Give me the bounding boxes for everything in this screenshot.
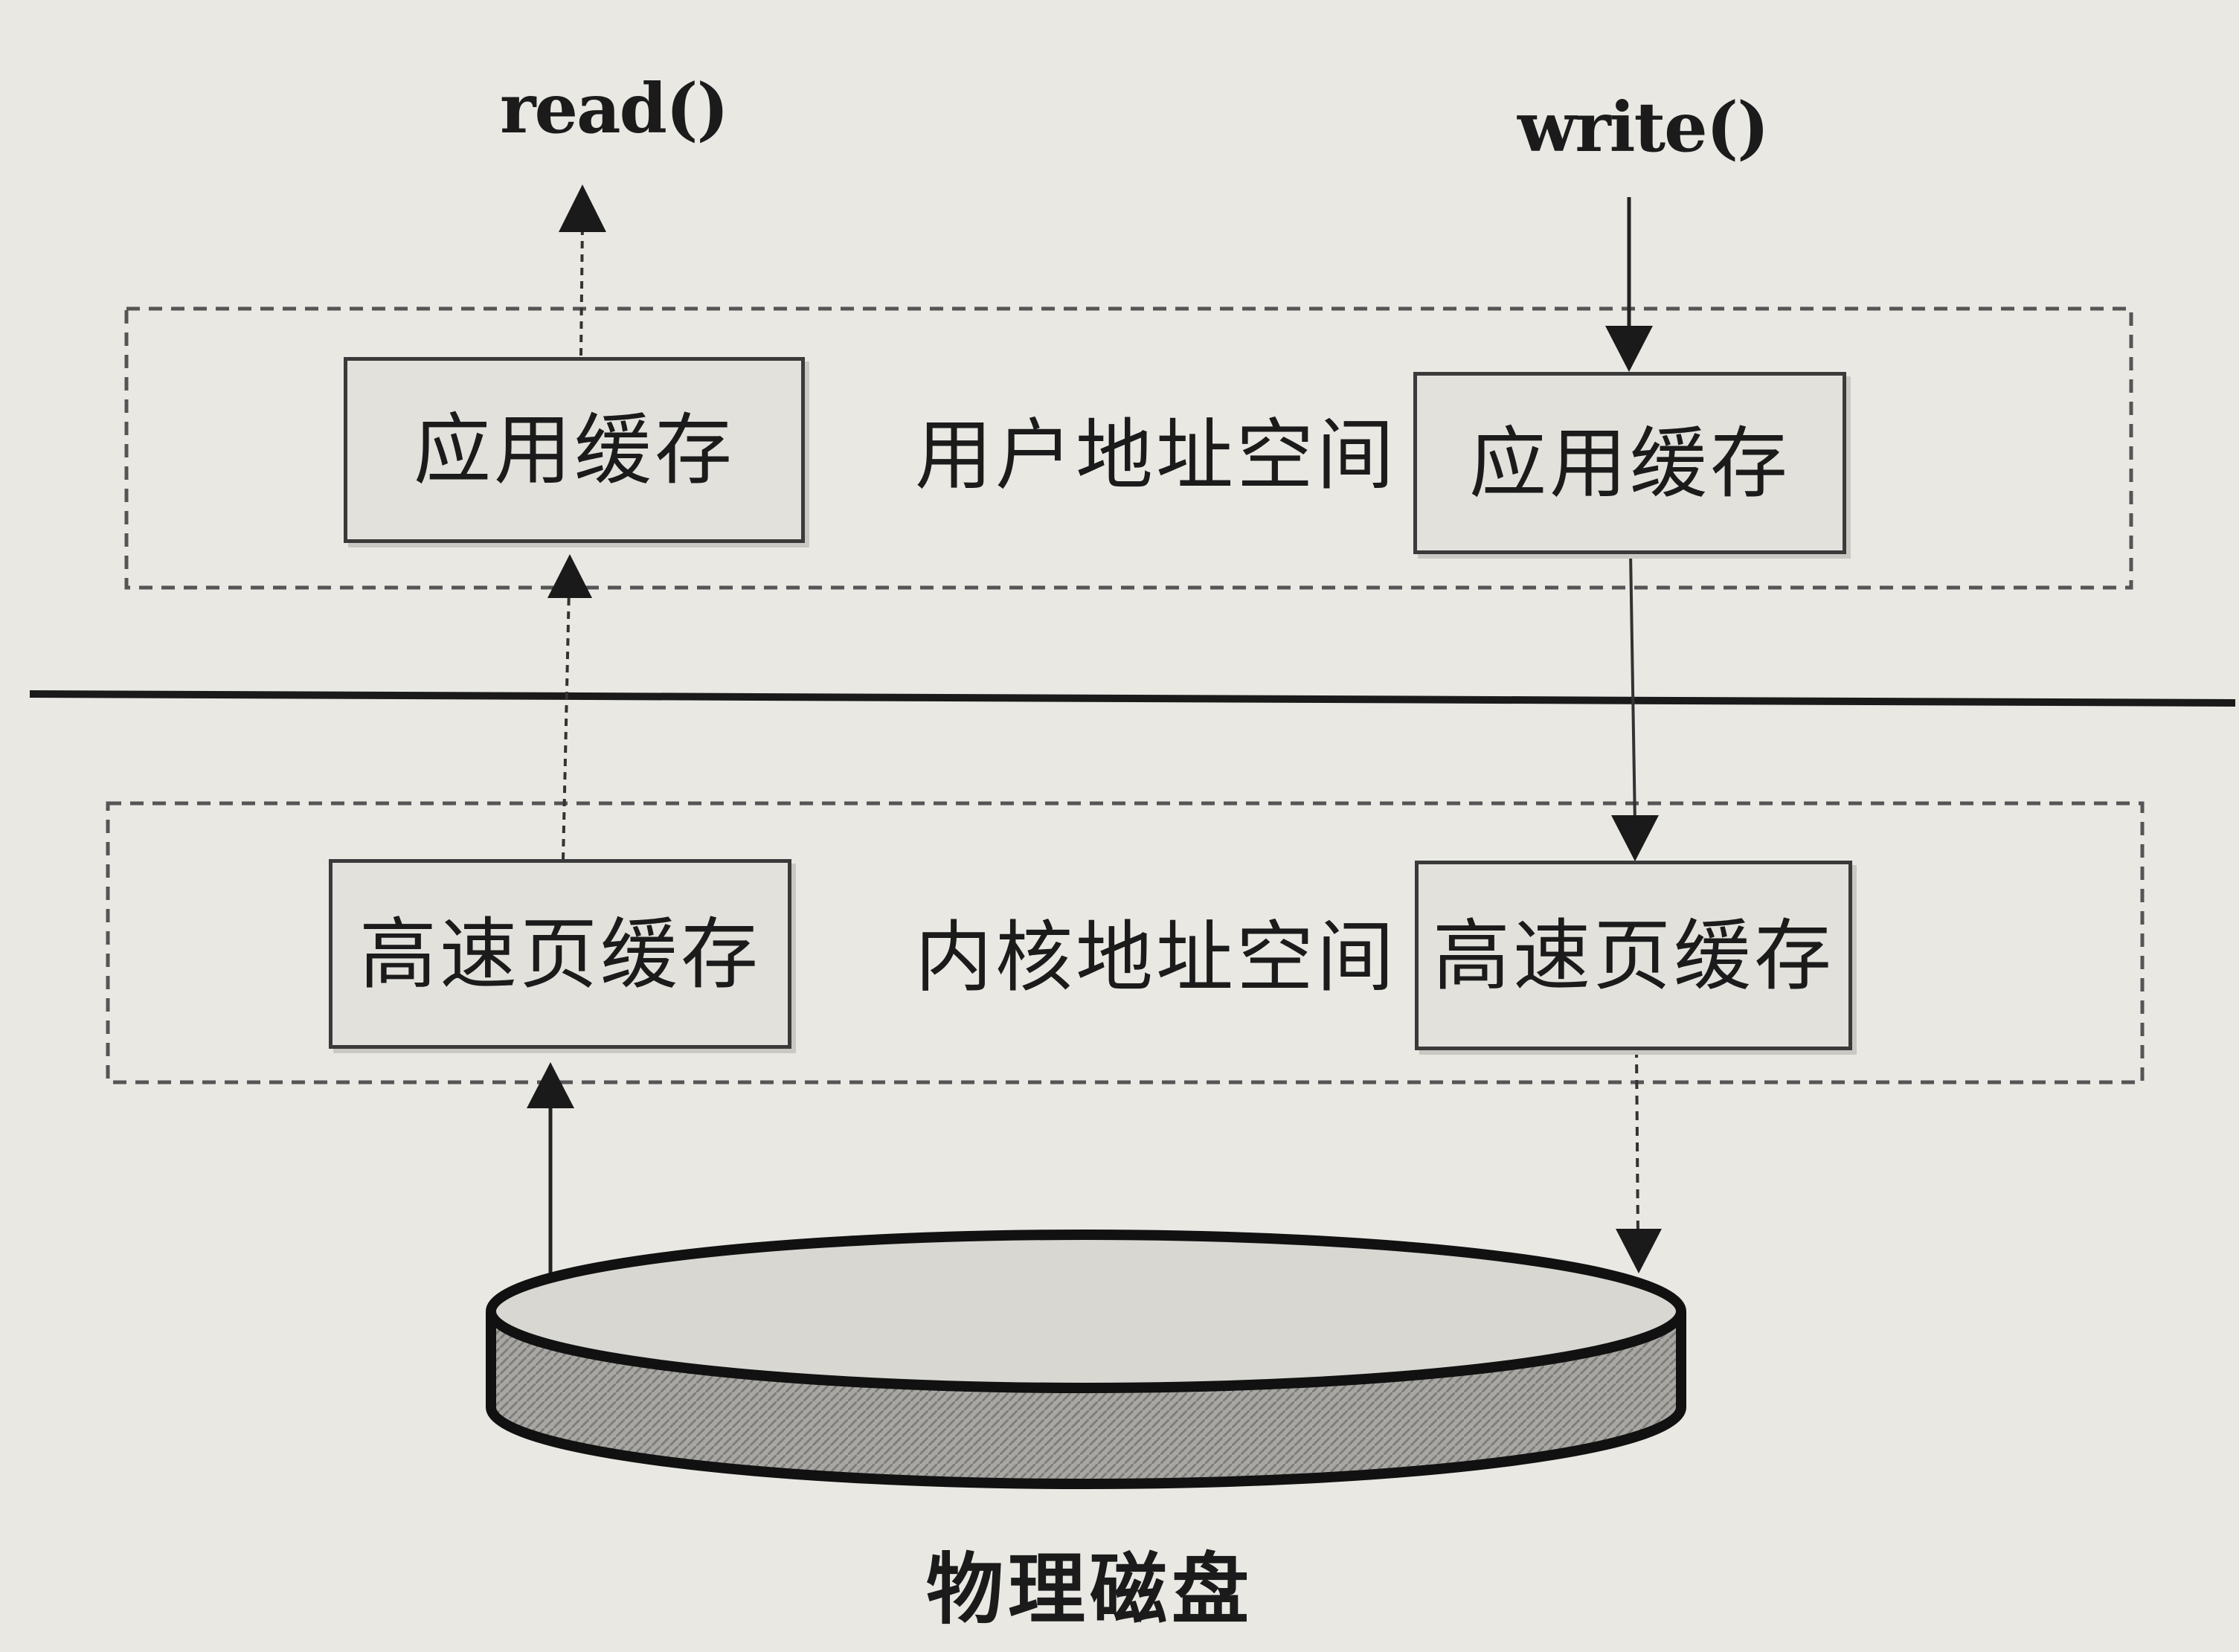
kernel-page-cache-read-box: 高速页缓存 xyxy=(329,859,791,1049)
read-arrow-disk-to-kernel-head xyxy=(527,1062,574,1108)
write-arrow-to-app-cache-head xyxy=(1605,326,1653,372)
write-arrow-to-kernel-head xyxy=(1611,815,1659,861)
kernel-page-cache-write-label: 高速页缓存 xyxy=(1432,910,1834,1001)
read-function-label: read() xyxy=(500,68,729,149)
read-arrow-to-function-head xyxy=(559,184,606,232)
user-kernel-boundary xyxy=(29,690,2236,707)
kernel-page-cache-write-box: 高速页缓存 xyxy=(1415,861,1852,1050)
user-space-region xyxy=(124,306,2133,590)
write-arrow-to-disk-head xyxy=(1616,1229,1662,1273)
read-arrow-kernel-to-user-line xyxy=(562,587,571,861)
read-arrow-to-function-line xyxy=(579,221,584,356)
user-app-cache-write-label: 应用缓存 xyxy=(1468,417,1790,509)
user-space-label: 用户地址空间 xyxy=(915,410,1398,501)
kernel-space-region xyxy=(106,801,2145,1084)
user-app-cache-read-label: 应用缓存 xyxy=(413,405,735,495)
physical-disk-label: 物理磁盘 xyxy=(926,1543,1254,1635)
write-arrow-to-disk-line xyxy=(1635,1048,1639,1237)
user-app-cache-write-box: 应用缓存 xyxy=(1413,372,1846,554)
physical-disk-icon xyxy=(486,1230,1686,1489)
kernel-page-cache-read-label: 高速页缓存 xyxy=(359,908,761,1000)
kernel-space-label: 内核地址空间 xyxy=(915,912,1398,1003)
write-function-label: write() xyxy=(1517,87,1770,167)
write-arrow-to-kernel-line xyxy=(1629,551,1636,825)
user-app-cache-read-box: 应用缓存 xyxy=(344,357,805,543)
read-arrow-kernel-to-user-head xyxy=(547,554,592,598)
